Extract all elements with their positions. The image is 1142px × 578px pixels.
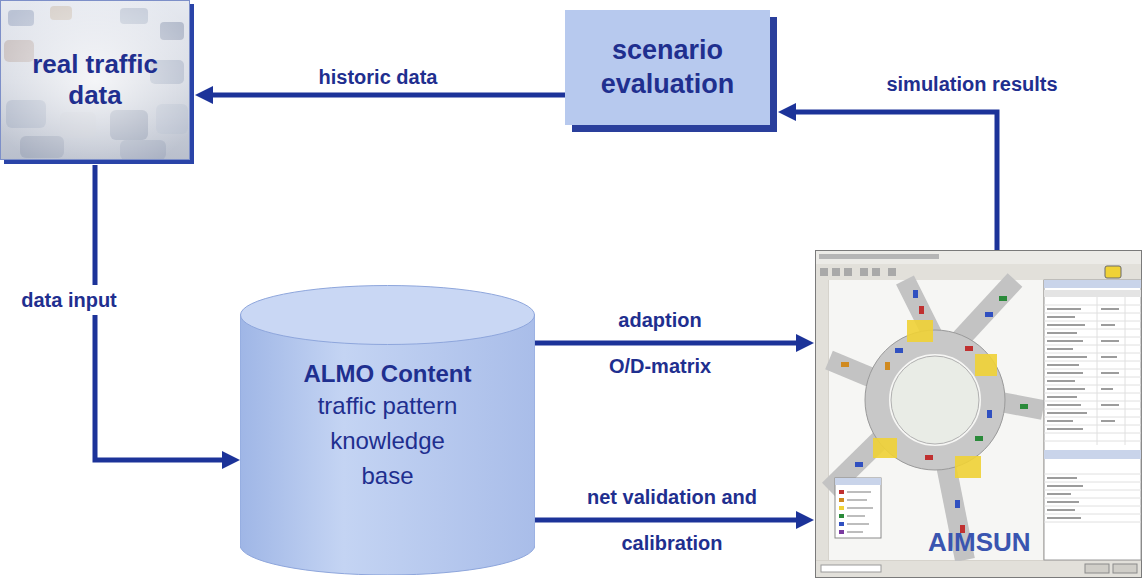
process-box: scenario evaluation [565,10,770,125]
arrow-head [796,511,814,529]
connector-label: adaption O/D-matrix [595,297,725,389]
connector-line [535,518,800,523]
connector-line [792,112,997,250]
arrow-head [222,451,240,469]
box-title: scenario evaluation [585,34,750,102]
flow-arrow [535,511,814,529]
connector-label: data input [16,285,122,315]
software-name: AIMSUN [928,527,1031,558]
flow-arrow [778,103,997,250]
database-description: traffic pattern knowledge base [308,389,468,493]
arrow-head [796,334,814,352]
arrow-head [195,86,213,104]
data-source-box: real traffic data [0,0,190,160]
connector-label: historic data [319,65,438,89]
connector-line [535,341,800,346]
flow-arrow [195,86,565,104]
flow-arrow [95,165,240,469]
screenshot-frame: AIMSUN [815,250,1142,578]
flow-arrow [535,334,814,352]
connector-label: net validation and calibration [552,474,792,566]
connector-label: simulation results [886,72,1057,96]
box-title: real traffic data [21,49,169,111]
connector-line [209,93,565,98]
database-cylinder: ALMO Contenttraffic pattern knowledge ba… [240,285,535,575]
database-title: ALMO Content [304,359,472,389]
arrow-head [778,103,796,121]
